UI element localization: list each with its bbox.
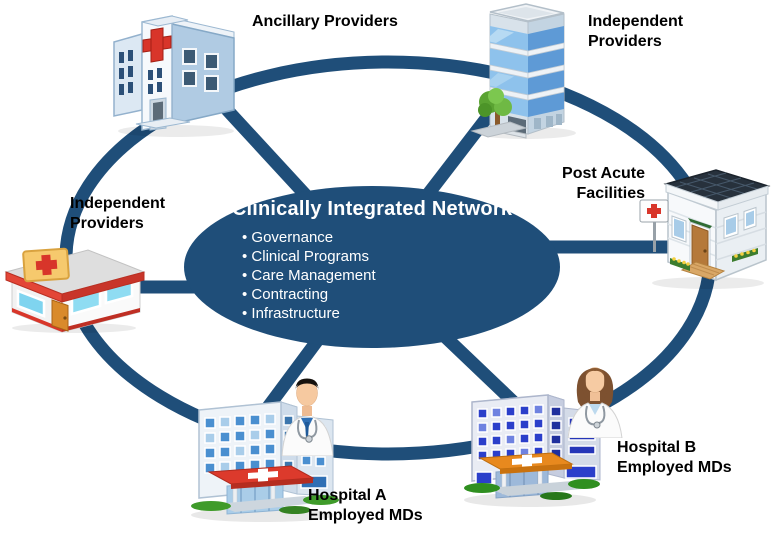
label-independent-providers-top: Independent Providers — [588, 13, 684, 50]
tree-icon — [478, 88, 512, 130]
red-cross-icon — [142, 27, 172, 63]
hospital-b-building-icon — [464, 394, 601, 507]
office-building-icon — [470, 3, 576, 139]
ancillary-building-icon — [113, 15, 235, 137]
center-ellipse-text: Clinically Integrated Network Governance… — [184, 186, 560, 348]
flower-box — [670, 248, 758, 271]
bullet-governance: Governance — [242, 228, 560, 247]
bullet-care-management: Care Management — [242, 266, 560, 285]
orange-canopy-cross-icon — [478, 452, 574, 474]
clinic-building-icon — [639, 169, 771, 289]
label-hospital-b: Hospital B Employed MDs — [617, 439, 732, 476]
grass — [464, 479, 600, 500]
label-hospital-a: Hospital A Employed MDs — [308, 487, 423, 524]
female-doctor-icon — [567, 367, 623, 438]
network-bullet-list: Governance Clinical Programs Care Manage… — [242, 228, 560, 323]
label-ancillary-providers: Ancillary Providers — [252, 13, 398, 30]
red-canopy-cross-icon — [207, 465, 315, 489]
label-post-acute-facilities: Post Acute Facilities — [562, 165, 645, 202]
door — [51, 299, 69, 332]
red-cross-sign-icon — [639, 199, 669, 252]
hospital-windows — [182, 48, 219, 92]
bullet-infrastructure: Infrastructure — [242, 304, 560, 323]
network-title: Clinically Integrated Network — [231, 198, 513, 220]
window-grid — [477, 404, 562, 461]
grass — [191, 495, 339, 514]
store-building-icon — [4, 247, 146, 333]
bullet-clinical-programs: Clinical Programs — [242, 247, 560, 266]
pharmacy-sign-icon — [22, 247, 70, 283]
label-independent-providers-left: Independent Providers — [70, 195, 166, 232]
male-doctor-icon — [281, 378, 334, 456]
bullet-contracting: Contracting — [242, 285, 560, 304]
